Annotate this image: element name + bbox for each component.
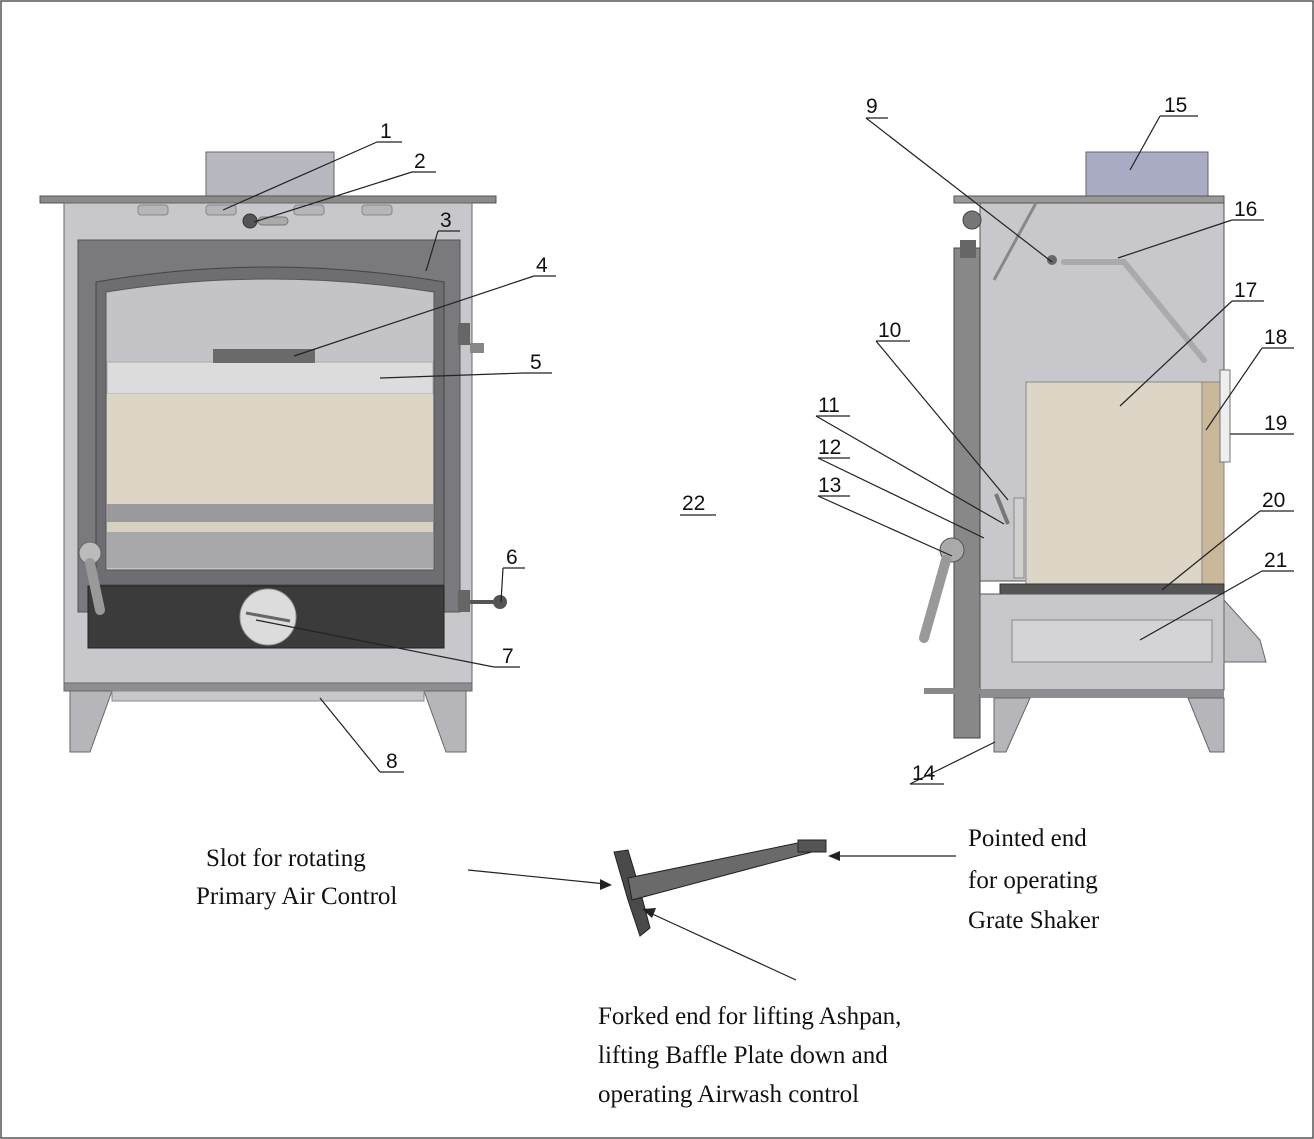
part-number-labels: 1 2 3 4 5 6 7 8 9 10 11 12 13 14 15 16 1…: [380, 94, 1287, 785]
part-label-7: 7: [502, 645, 514, 668]
caption-pointed-line-3: Grate Shaker: [968, 907, 1100, 934]
part-label-12: 12: [818, 436, 841, 459]
part-label-9: 9: [866, 95, 878, 118]
part-label-19: 19: [1264, 412, 1287, 435]
caption-pointed-line-1: Pointed end: [968, 825, 1087, 852]
part-label-15: 15: [1164, 94, 1187, 117]
part-label-16: 16: [1234, 198, 1257, 221]
part-label-11: 11: [818, 394, 840, 417]
part-label-18: 18: [1264, 326, 1287, 349]
part-label-8: 8: [386, 750, 398, 773]
part-label-6: 6: [506, 546, 518, 569]
caption-forked-line-3: operating Airwash control: [598, 1081, 859, 1108]
caption-slot-line-2: Primary Air Control: [196, 883, 397, 910]
side-firebricks: [1025, 381, 1203, 589]
front-top-plate: [39, 195, 497, 204]
front-flue-collar: [205, 151, 335, 198]
part-label-13: 13: [818, 474, 841, 497]
operating-tool: [613, 839, 827, 937]
stove-front-view: [39, 151, 507, 753]
part-label-22: 22: [682, 492, 705, 515]
caption-slot-line-1: Slot for rotating: [206, 845, 366, 872]
side-door-profile: [953, 247, 981, 739]
part-label-1: 1: [380, 120, 392, 143]
caption-pointed-line-2: for operating: [968, 867, 1098, 894]
part-label-4: 4: [536, 254, 548, 277]
part-label-17: 17: [1234, 279, 1257, 302]
part-label-2: 2: [414, 150, 426, 173]
part-label-3: 3: [440, 209, 452, 232]
part-label-21: 21: [1264, 549, 1287, 572]
tool-captions: Slot for rotating Primary Air Control Po…: [196, 825, 1100, 1108]
caption-forked-line-2: lifting Baffle Plate down and: [598, 1042, 888, 1069]
stove-side-view: [919, 151, 1267, 753]
part-label-14: 14: [912, 762, 936, 785]
leader-lines: [222, 115, 1294, 981]
part-label-10: 10: [878, 319, 901, 342]
caption-forked-line-1: Forked end for lifting Ashpan,: [598, 1003, 901, 1030]
airwash-knob: [242, 213, 258, 229]
part-label-20: 20: [1262, 489, 1285, 512]
front-firebricks: [107, 394, 433, 504]
side-flue-collar: [1085, 151, 1209, 203]
part-label-5: 5: [530, 351, 542, 374]
